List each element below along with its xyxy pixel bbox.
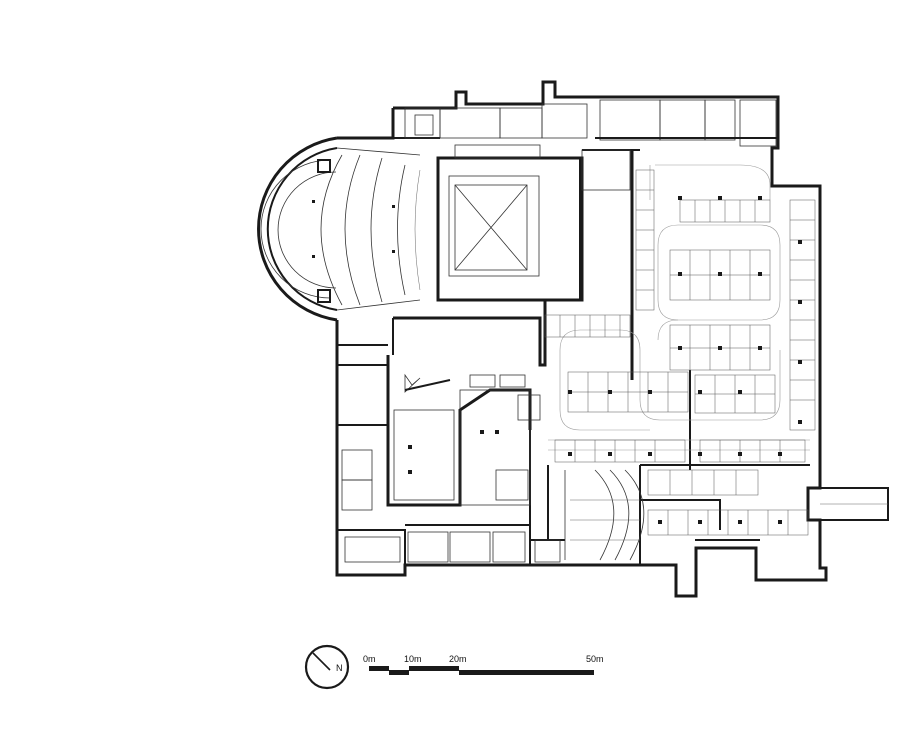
north-arrow-pointer [312,652,331,671]
stall-row-west [635,169,655,311]
scale-segment-3 [409,666,459,671]
scale-segment-1 [369,666,389,671]
scale-label-50: 50m [586,654,604,664]
stall-row-north [679,199,771,223]
scale-label-10: 10m [404,654,422,664]
north-service-rooms [393,99,778,191]
stage [436,156,584,302]
stall-row-south-4 [647,469,759,496]
south-west-rooms [341,373,561,563]
parking-drive-aisles [548,164,810,451]
stall-row-south-2 [699,439,806,463]
scale-bar: 0m 10m 20m 50m [363,654,604,675]
auditorium [260,147,421,311]
stall-island-3 [567,371,689,413]
stall-row-east [789,199,816,431]
stall-row-south-1 [554,439,686,463]
scale-segment-2 [389,670,409,675]
parking-stalls [544,169,816,536]
interior-walls [337,150,810,565]
scale-label-20: 20m [449,654,467,664]
north-arrow: N [304,644,350,690]
stall-row-middle [544,314,631,338]
tunnel-connection [808,487,889,521]
scale-segment-4 [459,670,594,675]
ramp [564,469,645,561]
stall-row-south-3 [647,509,809,536]
structural-columns [312,196,802,524]
stall-island-4 [694,374,776,414]
north-label: N [336,663,343,673]
scale-label-0: 0m [363,654,376,664]
